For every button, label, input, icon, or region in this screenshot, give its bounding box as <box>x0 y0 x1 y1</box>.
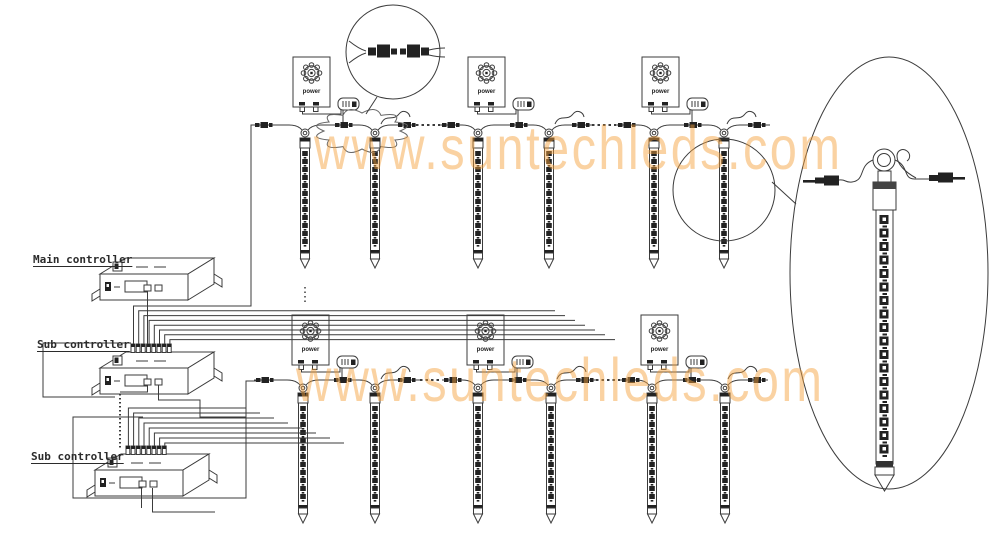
cable-connector <box>255 122 273 128</box>
fan-icon <box>475 62 498 84</box>
cable-connector <box>622 377 640 383</box>
plug-adapter-icon <box>337 97 360 111</box>
plug-adapter-icon <box>336 355 359 369</box>
power-label: power <box>303 89 321 95</box>
led-tube <box>646 383 658 525</box>
led-tube <box>718 128 730 270</box>
led-tube <box>472 383 484 525</box>
cable-connector <box>684 122 702 128</box>
sub-controller-2-label: Sub controller <box>31 450 124 463</box>
power-supply: power <box>291 314 359 377</box>
cable-connector <box>572 122 590 128</box>
led-tube <box>543 128 555 270</box>
tube-detail <box>803 148 965 492</box>
cable-connector <box>335 122 353 128</box>
cable-connector <box>256 377 274 383</box>
controller-wires <box>42 124 615 513</box>
led-tube <box>369 128 381 270</box>
power-supply: power <box>292 56 360 122</box>
fan-icon <box>649 62 672 84</box>
led-tube <box>299 128 311 270</box>
cable-connector <box>334 377 352 383</box>
power-label: power <box>302 347 320 353</box>
led-tube <box>369 383 381 525</box>
power-supply: power <box>467 56 535 122</box>
sub-controller-2 <box>86 445 218 498</box>
cable-connector <box>510 122 528 128</box>
led-tube <box>472 128 484 270</box>
plug-adapter-icon <box>685 355 708 369</box>
detail-callout-circle <box>672 138 797 242</box>
fan-icon <box>299 320 322 342</box>
led-tube <box>545 383 557 525</box>
detail-ellipse <box>789 56 989 492</box>
cable-connector <box>444 377 462 383</box>
main-controller-label: Main controller <box>33 253 133 266</box>
cable-connector <box>576 377 594 383</box>
fan-icon <box>300 62 323 84</box>
zoom-callout-circle <box>345 4 446 115</box>
main-controller <box>91 257 223 302</box>
led-tube <box>297 383 309 525</box>
sub-controller-1-label: Sub controller <box>37 338 130 351</box>
led-tube <box>719 383 731 525</box>
power-supply: power <box>641 56 709 122</box>
chain-row-2: power power power <box>254 314 768 525</box>
led-tube <box>648 128 660 270</box>
power-supply: power <box>466 314 534 377</box>
cable-connector <box>398 377 416 383</box>
plug-adapter-icon <box>511 355 534 369</box>
power-label: power <box>478 89 496 95</box>
chain-row-1: power power power <box>253 56 770 270</box>
cable-connector <box>442 122 460 128</box>
cable-connector <box>748 377 766 383</box>
power-label: power <box>477 347 495 353</box>
plug-adapter-icon <box>512 97 535 111</box>
power-supply: power <box>640 314 708 377</box>
fan-icon <box>474 320 497 342</box>
cable-connector <box>683 377 701 383</box>
fan-icon <box>648 320 671 342</box>
sub-controller-1 <box>91 343 223 396</box>
cable-connector <box>748 122 766 128</box>
cable-connector <box>509 377 527 383</box>
plug-adapter-icon <box>686 97 709 111</box>
power-label: power <box>652 89 670 95</box>
cable-connector <box>618 122 636 128</box>
power-label: power <box>651 347 669 353</box>
